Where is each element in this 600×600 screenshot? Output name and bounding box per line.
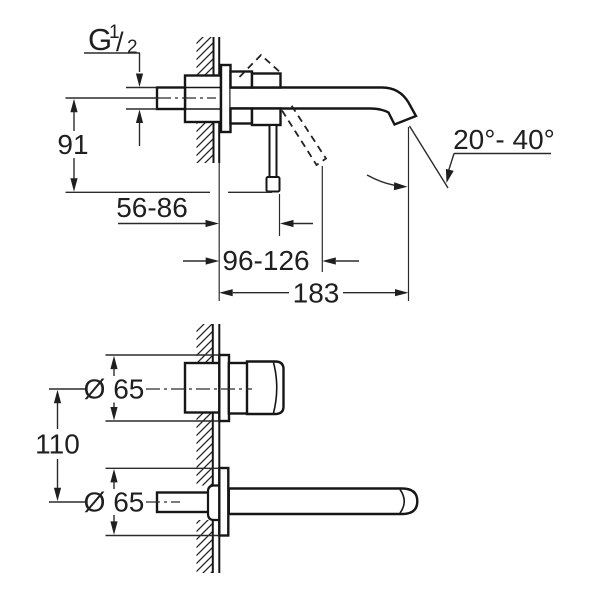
spout-tube-end-contour — [399, 489, 406, 514]
wall-hatch-bottom — [196, 324, 213, 573]
dim-angle-label: 20°- 40° — [453, 124, 555, 155]
handle-base-upper — [250, 72, 282, 89]
spout-tube — [227, 487, 419, 516]
handle-knob — [245, 360, 285, 416]
handle-up-position-dashed — [238, 53, 283, 78]
lower-view: Ø 65 110 Ø 65 — [35, 324, 419, 573]
thread-label-slash: / — [116, 27, 124, 57]
thread-label-g: G — [88, 22, 112, 57]
side-view: G 1 / 2 91 56-86 — [57, 22, 554, 309]
handle-neck — [227, 361, 249, 415]
dim-110-label: 110 — [35, 429, 80, 460]
dim-dia65-top-label: Ø 65 — [84, 374, 145, 405]
spout-union — [206, 484, 221, 522]
valve-body — [183, 361, 221, 414]
concealed-body — [183, 74, 223, 124]
dim-56-86-label: 56-86 — [116, 192, 188, 223]
dimension-183: 183 — [219, 278, 409, 309]
spout — [230, 86, 418, 127]
spout-angle-reference-line — [408, 125, 449, 189]
dimension-96-126: 96-126 — [183, 245, 359, 276]
flange-lower — [229, 107, 254, 125]
dim-dia65-bottom-label: Ø 65 — [84, 487, 145, 518]
dim-96-126-label: 96-126 — [222, 245, 309, 276]
bottom-escutcheon — [218, 466, 230, 537]
top-escutcheon — [218, 353, 231, 423]
dimension-110: 110 — [35, 389, 80, 502]
handle-open-position-dashed — [281, 105, 328, 167]
escutcheon-side — [219, 63, 232, 134]
dim-183-label: 183 — [293, 278, 340, 309]
dimension-dia65-top: Ø 65 — [84, 354, 220, 422]
dimension-56-86: 56-86 — [116, 192, 313, 228]
handle-knob-contour — [272, 362, 278, 414]
thread-label-denominator: 2 — [127, 37, 138, 58]
dimension-dia65-bottom: Ø 65 — [84, 467, 220, 537]
wall-hatch-top — [196, 37, 214, 163]
thread-label-numerator: 1 — [109, 22, 120, 43]
flange-upper — [229, 70, 254, 89]
dimension-angle: 20°- 40° — [366, 124, 555, 191]
dim-91-label: 91 — [57, 129, 88, 160]
dimension-91: 91 — [57, 98, 272, 194]
dimension-thread: G 1 / 2 — [84, 22, 144, 146]
handle-base-lower — [250, 107, 282, 127]
handle-lever — [265, 124, 281, 193]
